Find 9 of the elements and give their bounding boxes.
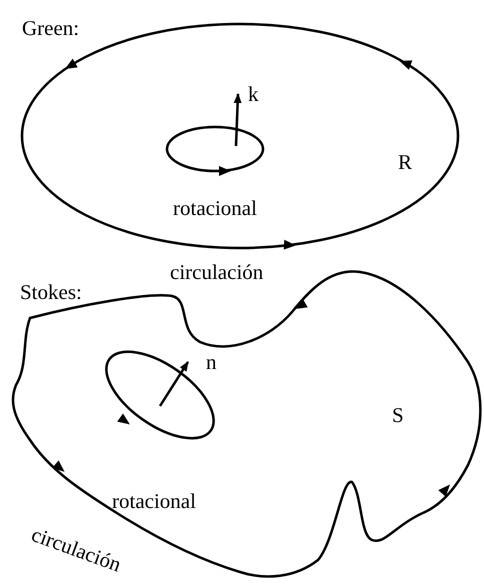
vector-label: n — [206, 352, 216, 373]
region-label: R — [398, 152, 412, 173]
surface-label: S — [392, 405, 404, 426]
figure-title: Stokes: — [20, 282, 82, 303]
figure-title: Green: — [22, 18, 80, 39]
curl-label: rotacional — [173, 198, 257, 219]
vector-label: k — [248, 84, 258, 105]
circulation-label: circulación — [170, 262, 264, 283]
curl-label: rotacional — [112, 491, 196, 512]
